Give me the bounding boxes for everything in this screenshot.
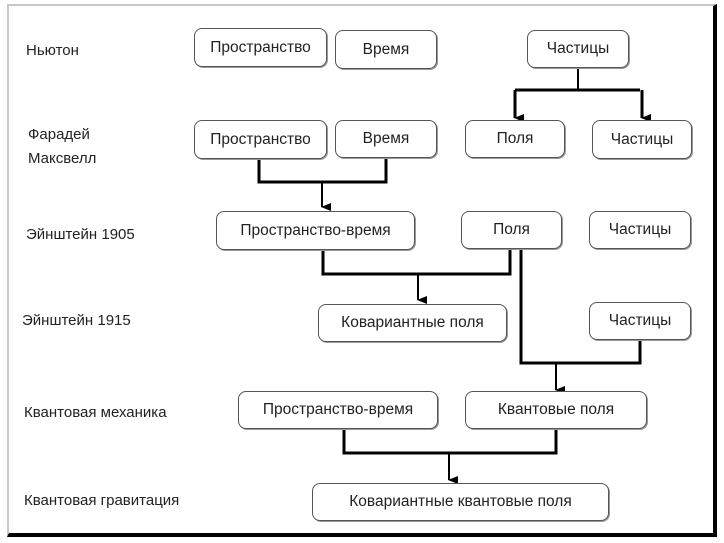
row-label-quantum-mechanics: Квантовая механика (24, 404, 167, 421)
node-e1915-particles: Частицы (589, 302, 691, 340)
diagram-frame (7, 4, 717, 537)
node-faraday-fields: Поля (465, 120, 565, 158)
node-newton-time: Время (335, 30, 437, 69)
node-e1905-particles: Частицы (589, 211, 691, 249)
row-label-quantum-gravity: Квантовая гравитация (24, 492, 180, 509)
node-e1915-covariant-fields: Ковариантные поля (318, 304, 507, 342)
row-label-newton: Ньютон (26, 42, 79, 59)
node-e1905-spacetime: Пространство-время (216, 211, 415, 250)
node-faraday-time: Время (335, 120, 437, 158)
node-faraday-particles: Частицы (592, 120, 692, 159)
node-qm-spacetime: Пространство-время (238, 391, 438, 429)
row-label-einstein-1915: Эйнштейн 1915 (22, 312, 131, 329)
node-qg-covariant-quantum-fields: Ковариантные квантовые поля (312, 483, 609, 521)
node-qm-quantum-fields: Квантовые поля (465, 391, 647, 429)
node-newton-particles: Частицы (527, 30, 629, 68)
node-newton-space: Пространство (194, 28, 327, 67)
row-label-faraday: Фарадей (28, 126, 90, 143)
row-label-einstein-1905: Эйнштейн 1905 (26, 226, 135, 243)
node-e1905-fields: Поля (461, 211, 562, 249)
row-label-maxwell: Максвелл (28, 150, 97, 167)
row-label-faraday-maxwell: Фарадей Максвелл (28, 123, 96, 171)
node-faraday-space: Пространство (194, 120, 327, 159)
